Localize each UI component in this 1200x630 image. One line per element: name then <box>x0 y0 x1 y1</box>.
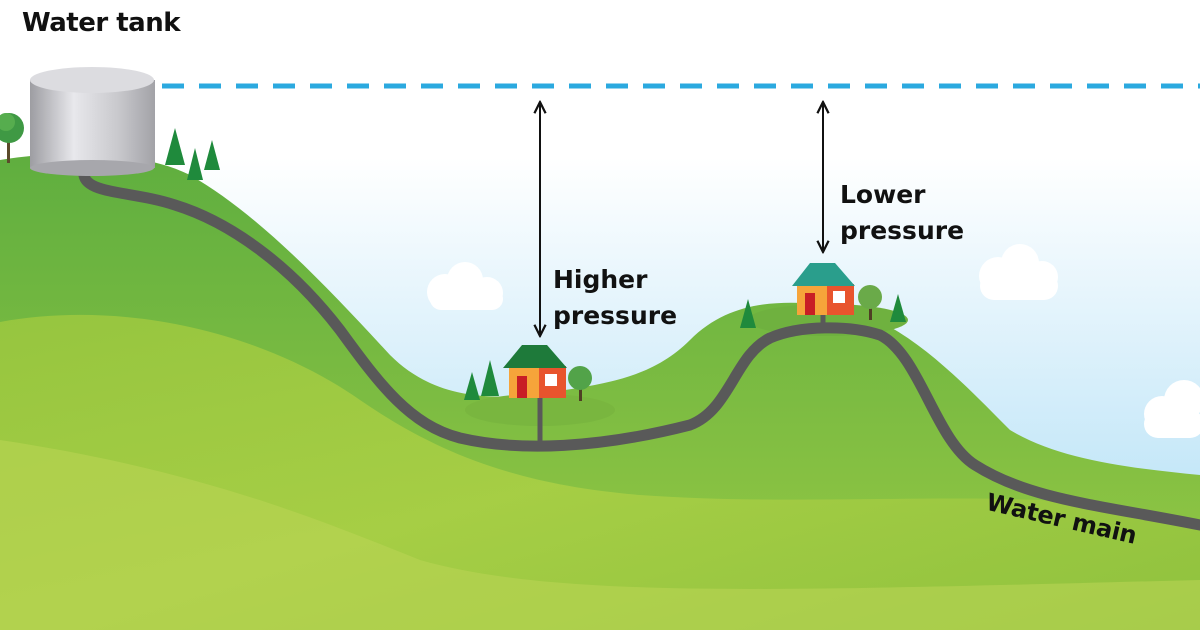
tree-icon <box>0 113 24 163</box>
cloud-icon <box>979 244 1058 300</box>
higher-pressure-line-1: Higher <box>553 265 648 294</box>
cloud-icon <box>1144 380 1200 438</box>
water-tank-icon <box>30 67 155 176</box>
higher-pressure-line-2: pressure <box>553 301 678 330</box>
tree-icon <box>858 285 882 320</box>
house-icon <box>792 263 855 315</box>
higher-pressure-label: Higher pressure <box>553 262 677 334</box>
water-tank-label: Water tank <box>22 8 181 38</box>
tree-icon <box>464 360 499 400</box>
tree-icon <box>740 294 906 328</box>
house-icon <box>503 345 567 398</box>
tree-icon <box>568 366 592 401</box>
water-main-pipe <box>78 164 1200 531</box>
foreground-slope <box>0 440 1200 630</box>
cloud-icon <box>427 262 503 310</box>
tree-icon <box>165 128 220 180</box>
lower-pressure-label: Lower pressure <box>840 177 964 249</box>
lower-pressure-line-1: Lower <box>840 180 926 209</box>
lower-pressure-line-2: pressure <box>840 216 965 245</box>
